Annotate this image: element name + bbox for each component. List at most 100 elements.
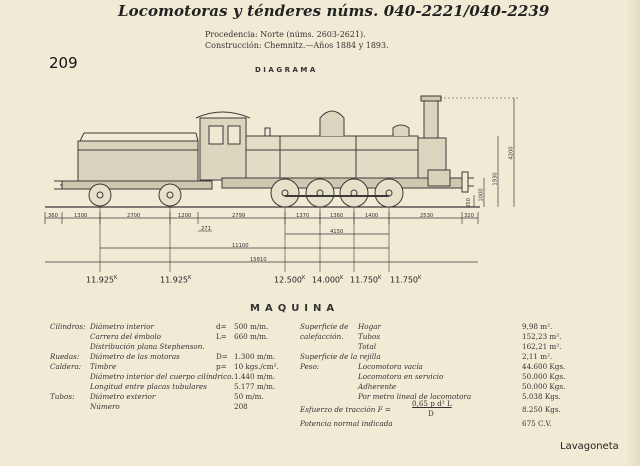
dim-label: 271 xyxy=(201,226,211,232)
spec-label: Total xyxy=(358,342,377,351)
dim-label: 1360 xyxy=(330,213,344,219)
spec-group: Superficie de xyxy=(300,322,349,331)
spec-value: 50 m/m. xyxy=(234,392,264,401)
dim-label: 11100 xyxy=(232,243,249,249)
dim-label: 1370 xyxy=(296,213,310,219)
spec-label: Hogar xyxy=(358,322,381,331)
spec-value: 5.177 m/m. xyxy=(234,382,276,391)
page-number: 209 xyxy=(49,54,78,72)
section-title: MAQUINA xyxy=(250,303,340,314)
spec-row: Locomotora en servicio 50.000 Kgs. xyxy=(300,372,590,382)
spec-value: 500 m/m. xyxy=(234,322,269,331)
spec-row: Adherente 50.000 Kgs. xyxy=(300,382,590,392)
spec-row: Por metro lineal de locomotora 5.038 Kgs. xyxy=(300,392,590,402)
spec-value: 675 C.V. xyxy=(522,419,552,428)
dim-label: 2700 xyxy=(127,213,141,219)
wheel-load: 11.750K xyxy=(350,275,382,285)
spec-row: Ruedas: Diámetro de las motoras D= 1.300 m/… xyxy=(50,352,280,362)
formula-denominator: D xyxy=(428,409,434,418)
spec-symbol: d= xyxy=(216,322,227,331)
spec-label: Por metro lineal de locomotora xyxy=(358,392,472,401)
spec-label: Diámetro interior xyxy=(90,322,154,331)
spec-value: 152,23 m². xyxy=(522,332,562,341)
spec-label: Adherente xyxy=(358,382,397,391)
spec-value: 1.300 m/m. xyxy=(234,352,276,361)
dim-label-vertical: 4200 xyxy=(508,146,515,160)
spec-row: Superficie de la rejilla 2,11 m². xyxy=(300,352,590,362)
dim-label-vertical: 850 xyxy=(465,198,472,208)
spec-value: 1.440 m/m. xyxy=(234,372,276,381)
spec-group: Superficie de la rejilla xyxy=(300,352,381,361)
spec-row: Carrera del émbolo L= 660 m/m. xyxy=(50,332,280,342)
origin-line: Procedencia: Norte (núms. 2603-2621). xyxy=(205,30,366,39)
spec-label: Locomotora en servicio xyxy=(358,372,444,381)
spec-group: Ruedas: xyxy=(50,352,80,361)
spec-label: Locomotora vacía xyxy=(358,362,423,371)
spec-row: Superficie de Hogar 9,98 m². xyxy=(300,322,590,332)
dim-label: 320 xyxy=(464,213,474,219)
spec-symbol: D= xyxy=(216,352,228,361)
wheel-load: 11.925K xyxy=(160,275,192,285)
watermark-text: Lavagoneta xyxy=(560,441,619,452)
spec-row: Total 162,21 m². xyxy=(300,342,590,352)
dim-label: 2530 xyxy=(420,213,434,219)
spec-row: Potencia normal indicada 675 C.V. xyxy=(300,419,590,429)
spec-group: Caldera: xyxy=(50,362,82,371)
dim-label: 1200 xyxy=(178,213,192,219)
spec-label: Timbre xyxy=(90,362,117,371)
spec-label: Distribución plana Stephenson. xyxy=(90,342,205,351)
dim-label: 1400 xyxy=(365,213,379,219)
spec-value: 5.038 Kgs. xyxy=(522,392,561,401)
spec-row: Número 208 xyxy=(50,402,280,412)
spec-label: Diámetro interior del cuerpo cilíndrico. xyxy=(90,372,234,381)
spec-value: 44.600 Kgs. xyxy=(522,362,566,371)
spec-value: 9,98 m². xyxy=(522,322,553,331)
spec-value: 10 kgs./cm². xyxy=(234,362,279,371)
dim-label: 15810 xyxy=(250,257,267,263)
formula-numerator: 0,65 p d² L xyxy=(412,399,452,408)
spec-value: 2,11 m². xyxy=(522,352,553,361)
spec-group: Tubos: xyxy=(50,392,75,401)
dim-label: 1300 xyxy=(74,213,88,219)
spec-value: 660 m/m. xyxy=(234,332,269,341)
wheel-load: 11.750K xyxy=(390,275,422,285)
wheel-load: 11.925K xyxy=(86,275,118,285)
dim-label: 2799 xyxy=(232,213,246,219)
spec-group: Cilindros: xyxy=(50,322,86,331)
spec-row: Longitud entre placas tubulares 5.177 m/m… xyxy=(50,382,280,392)
wheel-load: 12.500K xyxy=(274,275,306,285)
spec-row: Distribución plana Stephenson. xyxy=(50,342,280,352)
dim-label-vertical: 1000 xyxy=(478,188,485,202)
spec-group: Peso: xyxy=(300,362,320,371)
spec-label: Tubos xyxy=(358,332,381,341)
spec-label: Carrera del émbolo xyxy=(90,332,161,341)
spec-value: 208 xyxy=(234,402,248,411)
spec-label: Longitud entre placas tubulares xyxy=(90,382,207,391)
spec-symbol: p= xyxy=(216,362,227,371)
spec-row: Caldera: Timbre p= 10 kgs./cm². xyxy=(50,362,280,372)
spec-label: Diámetro de las motoras xyxy=(90,352,180,361)
dim-label: 360 xyxy=(48,213,58,219)
spec-symbol: L= xyxy=(216,332,227,341)
spec-label: Diámetro exterior xyxy=(90,392,156,401)
spec-value: 8.250 Kgs. xyxy=(522,405,561,414)
spec-value: 50.000 Kgs. xyxy=(522,372,566,381)
spec-group: Potencia normal indicada xyxy=(300,419,393,428)
spec-row: Cilindros: Diámetro interior d= 500 m/m. xyxy=(50,322,280,332)
spec-group: Esfuerzo de tracción F = xyxy=(300,405,391,414)
spec-row: Diámetro interior del cuerpo cilíndrico.… xyxy=(50,372,280,382)
spec-group: calefacción. xyxy=(300,332,344,341)
spec-row: Peso: Locomotora vacía 44.600 Kgs. xyxy=(300,362,590,372)
diagram-label: DIAGRAMA xyxy=(255,66,318,74)
spec-row: calefacción. Tubos 152,23 m². xyxy=(300,332,590,342)
spec-value: 162,21 m². xyxy=(522,342,562,351)
wheel-load: 14.000K xyxy=(312,275,344,285)
spec-row: Tubos: Diámetro exterior 50 m/m. xyxy=(50,392,280,402)
spec-label: Número xyxy=(90,402,120,411)
construction-line: Construcción: Chemnitz.—Años 1884 y 1893… xyxy=(205,41,389,50)
spec-value: 50.000 Kgs. xyxy=(522,382,566,391)
